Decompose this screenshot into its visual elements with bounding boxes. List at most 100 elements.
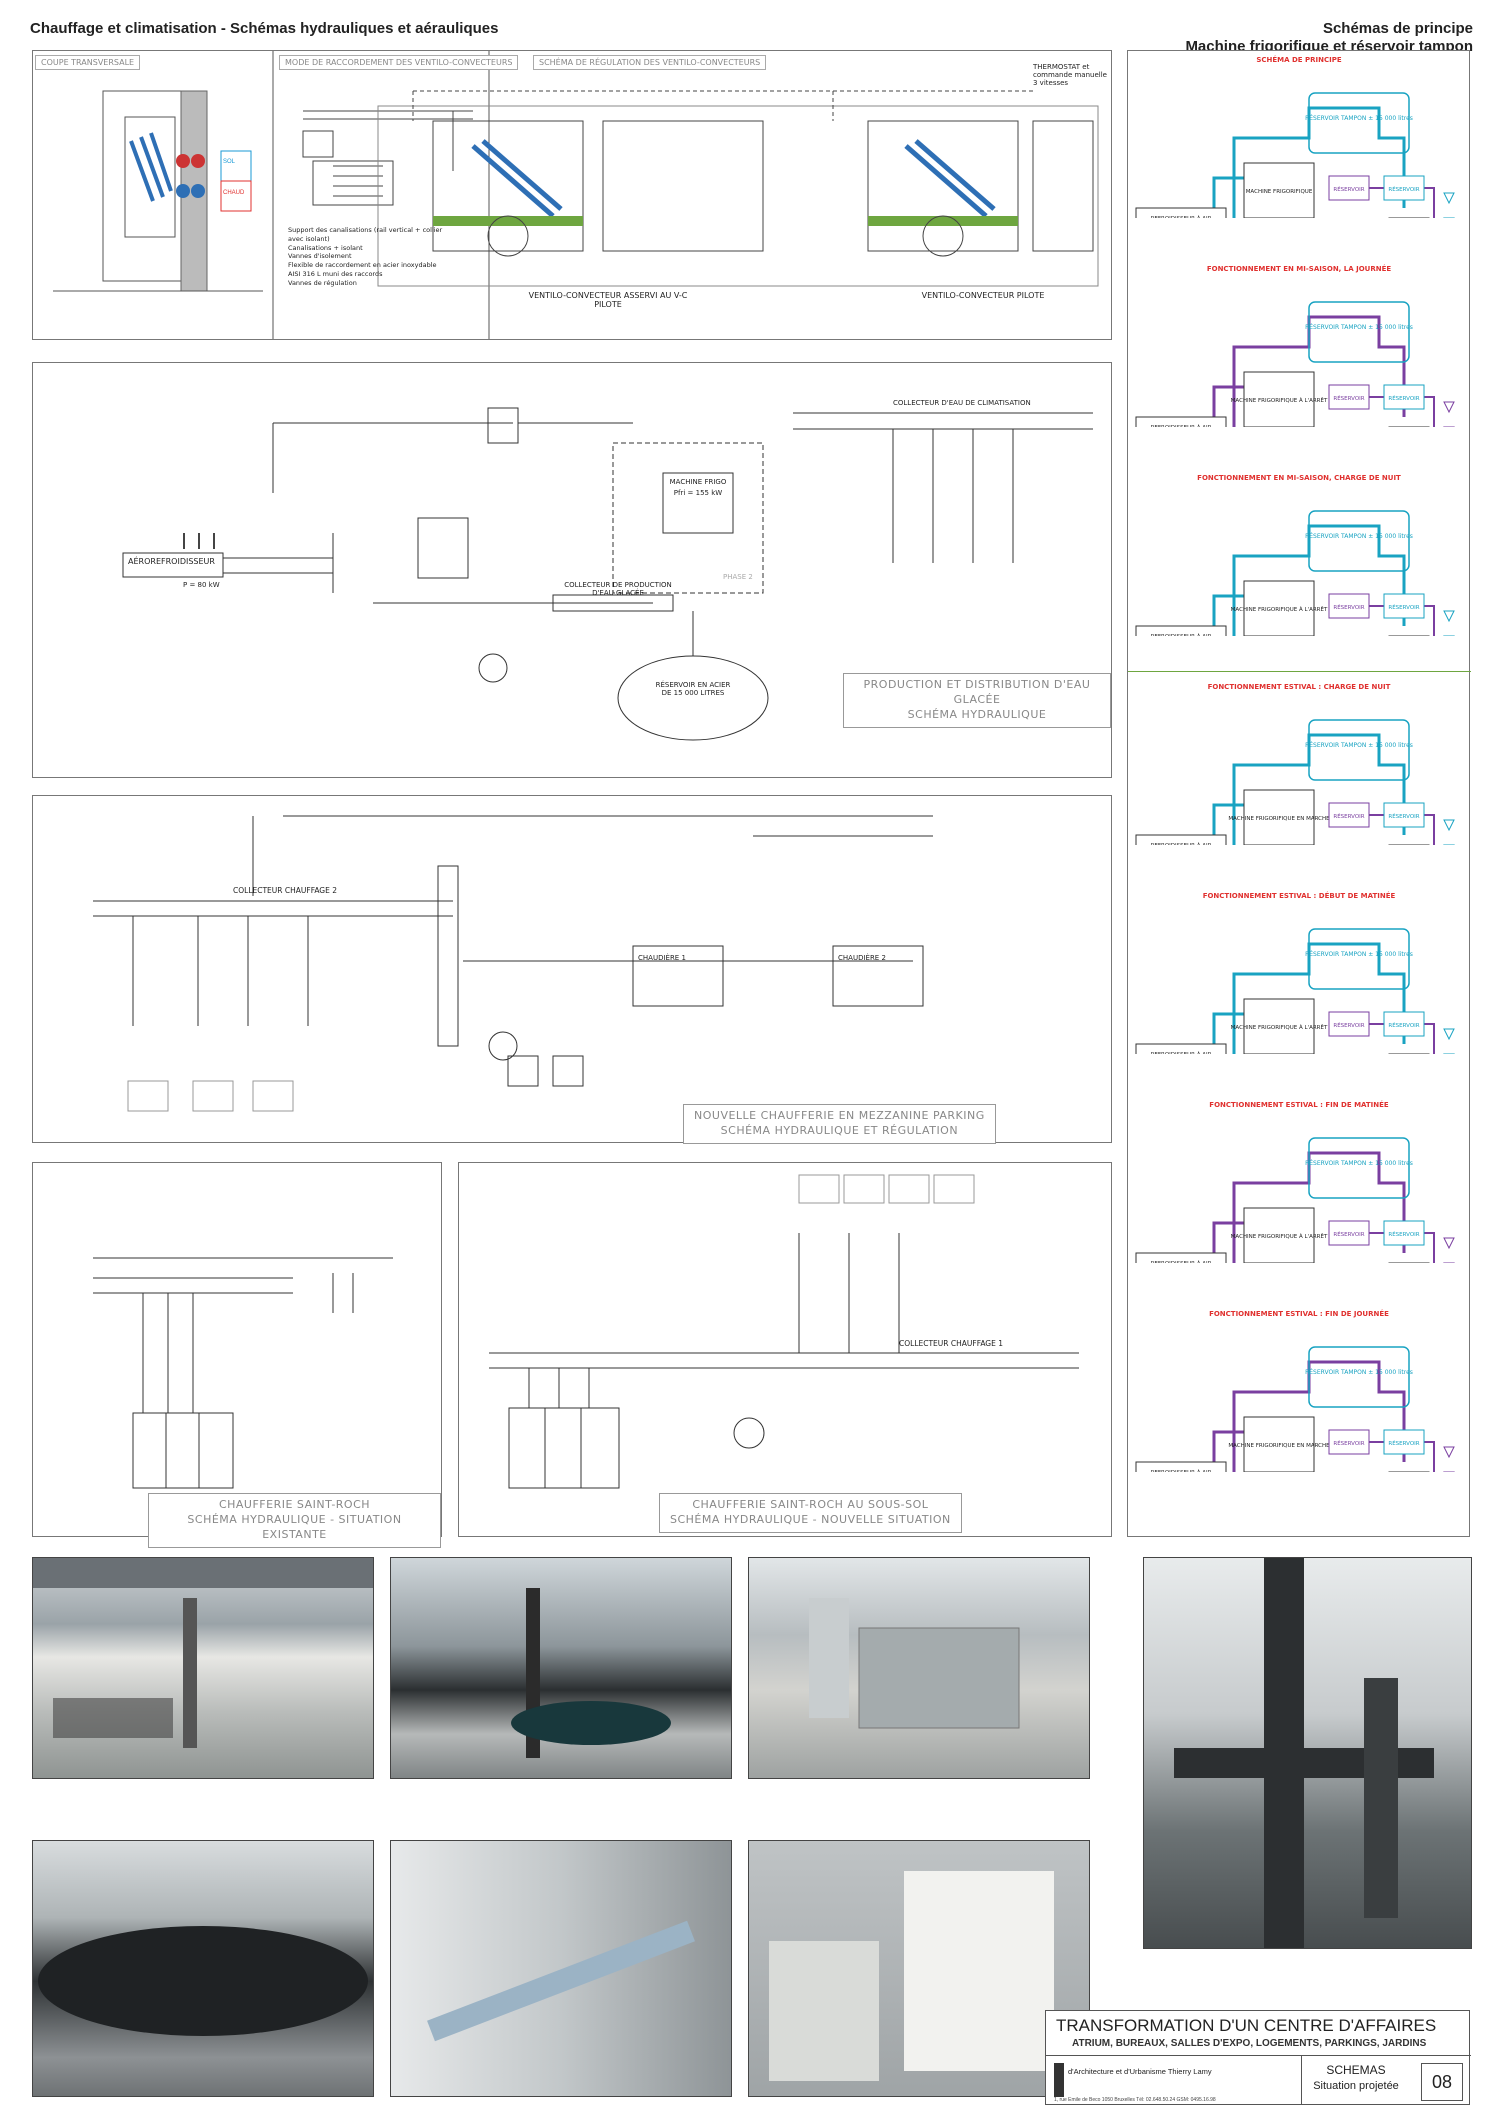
photo-parking-voiture [390,1557,732,1779]
tampon-label: RÉSERVOIR TAMPON ± 15 000 litres [1305,1368,1413,1376]
machine-box [1243,789,1315,845]
firm-address: 1, rue Emile de Beco 1050 Bruxelles Tél:… [1054,2097,1216,2103]
schema-diagram: RÉSERVOIR TAMPON ± 15 000 litresMACHINE … [1135,510,1455,636]
sheet-sub: Situation projetée [1313,2080,1399,2092]
refroidisseur-label: REFROIDISSEUR À AIR [1151,1469,1212,1472]
reservoir-label: RÉSERVOIR [1333,185,1364,193]
tampon-tank [1308,301,1410,363]
schema-title: FONCTIONNEMENT ESTIVAL : FIN DE JOURNÉE [1209,1310,1389,1318]
ventilo-drawing: SOL CHAUD [53,51,1099,339]
reservoir-label: RÉSERVOIR [1333,1021,1364,1029]
raccord-label: MODE DE RACCORDEMENT DES VENTILO-CONVECT… [279,55,519,70]
chaufferie-mezzanine-caption: NOUVELLE CHAUFFERIE EN MEZZANINE PARKING… [683,1104,996,1144]
pipe-supply [1232,315,1406,427]
pump-icon [1443,610,1455,623]
caption-line: SCHÉMA HYDRAULIQUE [907,707,1047,721]
schema-diagram: RÉSERVOIR TAMPON ± 15 000 litresMACHINE … [1135,301,1455,427]
reservoir-box [1328,384,1370,410]
photo-centrale-traitement-air [748,1557,1090,1779]
panel-saint-roch-existante: CHAUFFERIE SAINT-ROCH SCHÉMA HYDRAULIQUE… [32,1162,442,1548]
tampon-label: RÉSERVOIR TAMPON ± 15 000 litres [1305,114,1413,122]
refroidisseur-label: REFROIDISSEUR À AIR [1151,424,1212,427]
schema-title: FONCTIONNEMENT ESTIVAL : FIN DE MATINÉE [1209,1101,1389,1109]
caption-line: SCHÉMA HYDRAULIQUE - NOUVELLE SITUATION [670,1512,951,1526]
machine-label: MACHINE FRIGORIFIQUE À L'ARRÊT [1231,1023,1328,1031]
sheet-name: SCHEMAS [1326,2063,1386,2077]
reservoir-box [1328,593,1370,619]
schema-diagram: RÉSERVOIR TAMPON ± 15 000 litresMACHINE … [1135,92,1455,218]
collecteur-chauffage-2: COLLECTEUR CHAUFFAGE 2 [233,886,338,895]
raccord-legend: Support des canalisations (rail vertical… [288,226,448,287]
reservoir-box-2 [1383,1429,1425,1455]
unit-asservi-label: VENTILO-CONVECTEUR ASSERVI AU V-C PILOTE [528,291,688,309]
pump-icon [1443,1237,1455,1250]
schema-diagram: RÉSERVOIR TAMPON ± 15 000 litresMACHINE … [1135,1137,1455,1263]
refroidisseur-label: REFROIDISSEUR À AIR [1151,842,1212,845]
title-block: TRANSFORMATION D'UN CENTRE D'AFFAIRES AT… [1045,2010,1471,2105]
tampon-label: RÉSERVOIR TAMPON ± 15 000 litres [1305,1159,1413,1167]
collecteur-clim: COLLECTEUR D'EAU DE CLIMATISATION [893,399,1031,407]
pump-icon [1443,192,1455,205]
reservoir-label-2: RÉSERVOIR [1388,394,1419,402]
tampon-tank [1308,92,1410,154]
thermostat-label: THERMOSTAT et commande manuelle 3 vitess… [1033,63,1107,87]
reservoir-box-2 [1383,1011,1425,1037]
photo-tableau-art [769,1871,1054,2081]
svg-text:SOL: SOL [223,159,236,165]
pipe-supply [1232,1151,1406,1263]
reservoir-label-2: RÉSERVOIR [1388,812,1419,820]
caption-line: PRODUCTION ET DISTRIBUTION D'EAU GLACÉE [863,678,1091,706]
sheet-number: 08 [1421,2063,1463,2101]
eau-glacee-drawing [122,407,1093,741]
refroidisseur-box [1135,834,1227,845]
machine-power: Pfri = 155 kW [673,489,723,497]
firm-logo [1054,2063,1064,2097]
legend-item: Support des canalisations (rail vertical… [288,226,443,243]
reservoir-box [1328,1220,1370,1246]
machine-box [1243,1416,1315,1472]
photo-parking-velos [32,1557,374,1779]
reservoir-box [1328,175,1370,201]
reservoir-box [1328,802,1370,828]
reservoir-box [1328,1429,1370,1455]
reservoir-label-2: RÉSERVOIR [1388,185,1419,193]
refroidisseur-box [1135,625,1227,636]
schema-title: FONCTIONNEMENT ESTIVAL : DÉBUT DE MATINÉ… [1202,892,1396,900]
pump-icon [1443,1028,1455,1041]
photo-centrale-art [809,1598,1020,1729]
legend-item: Flexible de raccordement en acier inoxyd… [288,261,437,278]
machine-label: MACHINE FRIGORIFIQUE À L'ARRÊT [1231,605,1328,613]
reservoir-label-2: RÉSERVOIR [1388,1439,1419,1447]
reservoir-box-2 [1383,1220,1425,1246]
reservoir-box-2 [1383,384,1425,410]
pipe-supply [1232,942,1406,1054]
machine-box [1243,998,1315,1054]
caption-line: CHAUFFERIE SAINT-ROCH AU SOUS-SOL [692,1498,929,1511]
panel-eau-glacee: AÉROREFROIDISSEUR P = 80 kW COLLECTEUR D… [32,362,1112,778]
saint-roch-existante-caption: CHAUFFERIE SAINT-ROCH SCHÉMA HYDRAULIQUE… [148,1493,441,1548]
coupe-label: COUPE TRANSVERSALE [35,55,141,70]
schema-title: FONCTIONNEMENT EN MI-SAISON, LA JOURNÉE [1206,265,1392,273]
panel-ventilo-convecteurs: SOL CHAUD COUPE TRANSVERSALE [32,50,1112,340]
reservoir-label: RÉSERVOIR [1333,812,1364,820]
aero-power: P = 80 kW [183,581,220,589]
legend-item: Canalisations + isolant [288,243,363,252]
reservoir-label: RÉSERVOIR EN ACIER DE 15 000 LITRES [655,681,731,697]
machine-box [1243,371,1315,427]
firm-name: d'Architecture et d'Urbanisme Thierry La… [1068,2067,1212,2076]
refroidisseur-box [1135,1252,1227,1263]
reservoir-label: RÉSERVOIR [1333,1439,1364,1447]
machine-label: MACHINE FRIGORIFIQUE [1246,189,1313,195]
project-title: TRANSFORMATION D'UN CENTRE D'AFFAIRES [1056,2016,1437,2035]
phase-label: PHASE 2 [723,573,753,581]
machine-box [1243,580,1315,636]
pipe-supply [1232,106,1406,218]
caption-line: SCHÉMA HYDRAULIQUE - SITUATION EXISTANTE [187,1512,402,1541]
refroidisseur-box [1135,1043,1227,1054]
schema-title: FONCTIONNEMENT ESTIVAL : CHARGE DE NUIT [1207,683,1391,691]
tampon-tank [1308,719,1410,781]
panel-saint-roch-nouvelle: COLLECTEUR CHAUFFAGE 1 CHAUFFERIE SAINT-… [458,1162,1112,1537]
refroidisseur-label: REFROIDISSEUR À AIR [1151,1260,1212,1263]
reservoir-box-2 [1383,593,1425,619]
